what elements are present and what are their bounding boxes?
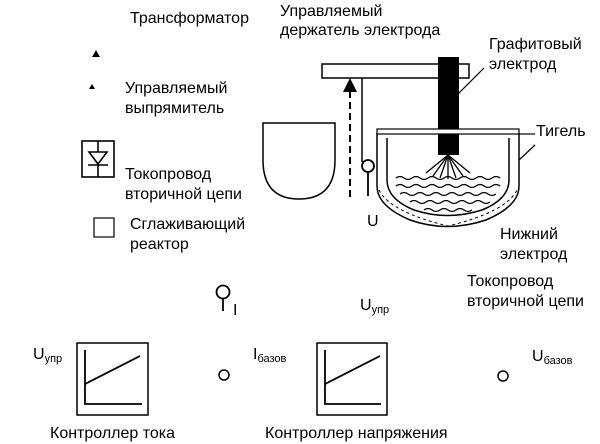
current-controller-input-node bbox=[218, 369, 230, 381]
label-busbar-right-line2: вторичной цепи bbox=[467, 293, 584, 310]
label-i-base: Iбазов bbox=[253, 345, 286, 369]
label-u-ctrl-left-sub: упр bbox=[44, 353, 63, 365]
label-i-base-sub: базов bbox=[257, 353, 287, 365]
label-busbar-right-line1: Токопровод bbox=[467, 273, 554, 290]
busbar-bowl bbox=[262, 122, 336, 200]
label-bottom-electrode-line2: электрод bbox=[500, 246, 568, 263]
transformer-marker-1 bbox=[92, 50, 100, 57]
electrode-arc bbox=[425, 154, 471, 179]
current-controller-box bbox=[76, 342, 149, 416]
label-rectifier-line1: Управляемый bbox=[125, 80, 228, 97]
label-u-base-sub: базов bbox=[543, 355, 573, 367]
label-holder-line2: держатель электрода bbox=[280, 22, 441, 39]
voltage-controller-box bbox=[316, 342, 388, 416]
label-voltage-U: U bbox=[367, 213, 379, 230]
label-busbar-left-line2: вторичной цепи bbox=[125, 186, 242, 203]
label-current-I: I bbox=[233, 302, 238, 319]
label-u-ctrl-top-main: U bbox=[360, 297, 372, 314]
reactor-symbol bbox=[93, 217, 115, 238]
graphite-electrode bbox=[438, 57, 459, 155]
voltage-sensor-icon bbox=[361, 159, 375, 196]
label-u-ctrl-left: Uупр bbox=[33, 345, 62, 369]
label-u-ctrl-top: Uупр bbox=[360, 296, 389, 320]
label-u-base-main: U bbox=[532, 348, 544, 365]
holder-drive-column bbox=[343, 78, 363, 198]
label-graphite-line1: Графитовый bbox=[489, 36, 582, 53]
label-u-base: Uбазов bbox=[532, 347, 573, 371]
label-busbar-left-line1: Токопровод bbox=[125, 166, 212, 183]
label-voltage-controller: Контроллер напряжения bbox=[265, 425, 448, 442]
crucible bbox=[376, 128, 536, 228]
label-rectifier-line2: выпрямитель bbox=[125, 100, 225, 117]
label-transformer: Трансформатор bbox=[130, 10, 249, 27]
label-u-ctrl-left-main: U bbox=[33, 346, 45, 363]
label-crucible: Тигель bbox=[536, 123, 586, 140]
label-current-controller: Контроллер тока bbox=[50, 425, 176, 442]
graphite-pointer bbox=[457, 67, 485, 95]
label-bottom-electrode-line1: Нижний bbox=[500, 226, 558, 243]
label-i-base-main: I bbox=[253, 346, 258, 363]
current-sensor-icon bbox=[215, 284, 231, 311]
diode-symbol-icon bbox=[81, 140, 115, 178]
label-reactor-line1: Сглаживающий bbox=[130, 216, 246, 233]
label-reactor-line2: реактор bbox=[130, 236, 189, 253]
label-u-ctrl-top-sub: упр bbox=[371, 304, 390, 316]
transformer-marker-2 bbox=[89, 84, 95, 89]
label-holder-line1: Управляемый bbox=[280, 3, 383, 20]
electrode-holder bbox=[321, 63, 470, 79]
voltage-controller-input-node bbox=[497, 370, 509, 382]
label-graphite-line2: электрод bbox=[489, 56, 557, 73]
